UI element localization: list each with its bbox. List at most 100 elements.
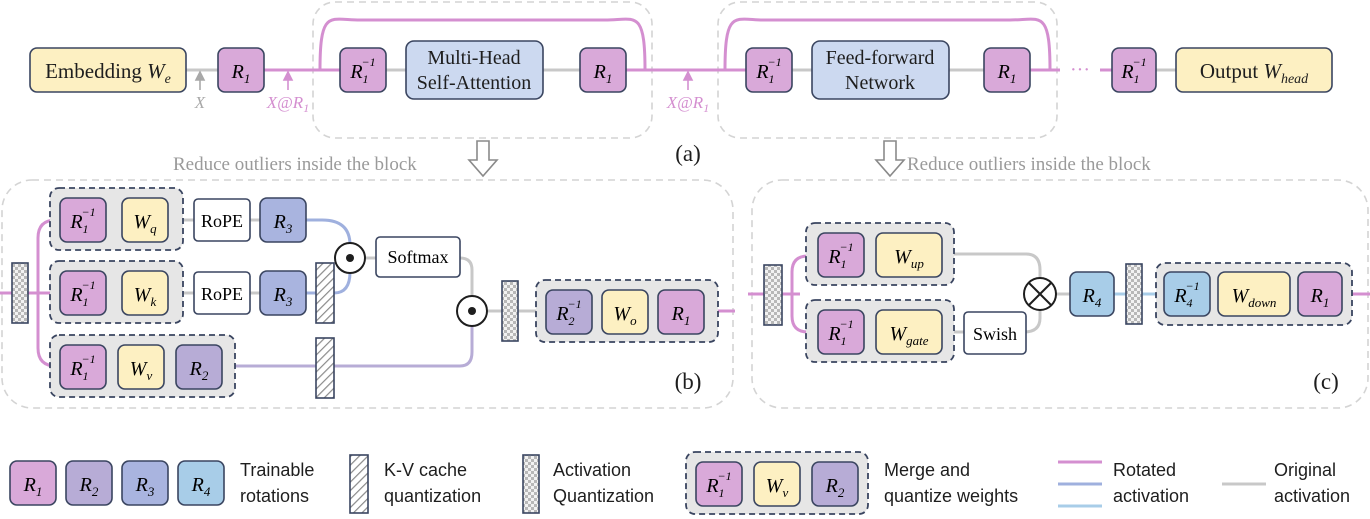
xr1-pointer-arrow (282, 70, 294, 90)
wq-box (121, 197, 169, 243)
svg-text:3R3: 3R3 (273, 284, 293, 309)
r1-inverse-box (59, 270, 107, 316)
svg-text:R4−1: R4−1 (1173, 279, 1199, 310)
hollow-down-arrow-icon (467, 140, 499, 178)
svg-text:Wup: Wup (894, 246, 924, 271)
output-head-box (1175, 47, 1333, 93)
r1-inverse-box (59, 197, 107, 243)
r4-box (1069, 271, 1115, 317)
x-pointer-arrow (194, 70, 206, 90)
svg-text:R2: R2 (825, 475, 845, 500)
svg-text:R1: R1 (671, 303, 691, 328)
svg-text:R1: R1 (231, 61, 251, 86)
label-x-at-r1: X@R1 (266, 93, 309, 115)
r1-inverse-box (745, 47, 793, 93)
legend-r4 (177, 460, 225, 506)
activation-quantization-bar (763, 264, 783, 326)
svg-text:RoPE: RoPE (201, 284, 243, 304)
svg-text:R1−1: R1−1 (69, 205, 95, 236)
legend-r1 (9, 460, 57, 506)
r3-box (259, 270, 307, 316)
panel-c: R1−1 Wup R1−1 Wgate Swish R4 R4−1 Wdown … (748, 179, 1370, 409)
svg-text:R1: R1 (593, 61, 613, 86)
r1-inverse-box (339, 47, 387, 93)
panel-a: Embedding We R1 R1−1 Multi-Head Self-Att… (29, 1, 1333, 166)
svg-text:Wdown: Wdown (1232, 285, 1277, 310)
svg-text:Multi-Head: Multi-Head (427, 47, 520, 69)
legend-act-label: Activation (553, 460, 631, 480)
residual-arc (318, 17, 647, 71)
svg-text:Softmax: Softmax (388, 247, 449, 267)
svg-text:Feed-forward: Feed-forward (826, 47, 935, 69)
multi-head-attention-box (405, 40, 544, 100)
svg-text:Self-Attention: Self-Attention (417, 72, 531, 94)
legend-rotated-label: activation (1113, 486, 1189, 506)
svg-text:Embedding We: Embedding We (45, 59, 171, 87)
svg-text:R1: R1 (23, 474, 43, 499)
panel-b-label: (b) (675, 369, 702, 394)
feed-forward-box (811, 40, 950, 100)
label-x-at-r1: X@R1 (666, 93, 709, 115)
panel-c-label: (c) (1313, 369, 1339, 394)
svg-text:RoPE: RoPE (201, 211, 243, 231)
svg-text:R1−1: R1−1 (827, 240, 853, 271)
svg-text:R3: R3 (273, 211, 293, 236)
r2-inverse-box (545, 289, 593, 335)
wgate-box (875, 309, 943, 355)
original-activation-line (954, 252, 1042, 278)
svg-text:R3: R3 (135, 474, 155, 499)
value-rotated-line (233, 326, 474, 368)
svg-text:Wv: Wv (130, 358, 153, 383)
wk-box (121, 270, 169, 316)
svg-text:Wk: Wk (134, 284, 157, 309)
embedding-box (29, 47, 187, 93)
svg-text:R1−1: R1−1 (1120, 55, 1146, 86)
legend-r3 (121, 460, 169, 506)
rope-box-k (193, 271, 251, 315)
svg-text:Wo: Wo (613, 303, 637, 328)
svg-text:R1−1: R1−1 (827, 317, 853, 348)
legend-kv-cache-bar (349, 454, 369, 514)
svg-text:Network: Network (845, 72, 915, 94)
swish-box (963, 311, 1027, 355)
legend-trainable-label: rotations (240, 486, 309, 506)
r1-box (1297, 271, 1343, 317)
reduce-outliers-note-right: Reduce outliers inside the block (907, 154, 1151, 175)
original-activation-line (1023, 310, 1042, 334)
r1-inverse-box (817, 309, 865, 355)
r1-box (983, 47, 1031, 93)
svg-text:R2: R2 (79, 474, 99, 499)
legend-trainable-label: Trainable (240, 460, 314, 480)
legend-r1-inverse (695, 461, 743, 507)
kv-cache-quantization-bar (315, 337, 335, 399)
legend-kv-label: quantization (384, 486, 481, 506)
legend: R1 R2 R3 R4 Trainable rotations K-V cach… (9, 451, 1350, 515)
r1-box (657, 289, 705, 335)
r4-inverse-box (1163, 271, 1211, 317)
svg-text:Wq: Wq (133, 211, 157, 236)
svg-text:R1−1: R1−1 (705, 469, 731, 500)
svg-text:R4: R4 (191, 474, 211, 499)
legend-rotated-label: Rotated (1113, 460, 1176, 480)
svg-text:Wv: Wv (766, 475, 789, 500)
wup-box (875, 232, 943, 278)
ellipsis: ··· (1070, 59, 1090, 81)
svg-text:Output Whead: Output Whead (1200, 59, 1309, 87)
legend-original-label: activation (1274, 486, 1350, 506)
legend-r2 (65, 460, 113, 506)
legend-wv (753, 461, 801, 507)
r2-box (175, 344, 223, 390)
hollow-down-arrow-icon (874, 140, 906, 178)
rope-box-q (193, 198, 251, 242)
svg-text:R2: R2 (189, 358, 209, 383)
legend-act-label: Quantization (553, 486, 654, 506)
legend-merge-label: quantize weights (884, 486, 1018, 506)
svg-text:R1−1: R1−1 (69, 278, 95, 309)
svg-text:R1−1: R1−1 (755, 55, 781, 86)
xr1-pointer-arrow (682, 70, 694, 90)
svg-text:Swish: Swish (973, 324, 1017, 344)
kv-cache-quantization-bar (315, 262, 335, 324)
legend-activation-bar (522, 454, 540, 514)
r1-inverse-box (59, 344, 107, 390)
